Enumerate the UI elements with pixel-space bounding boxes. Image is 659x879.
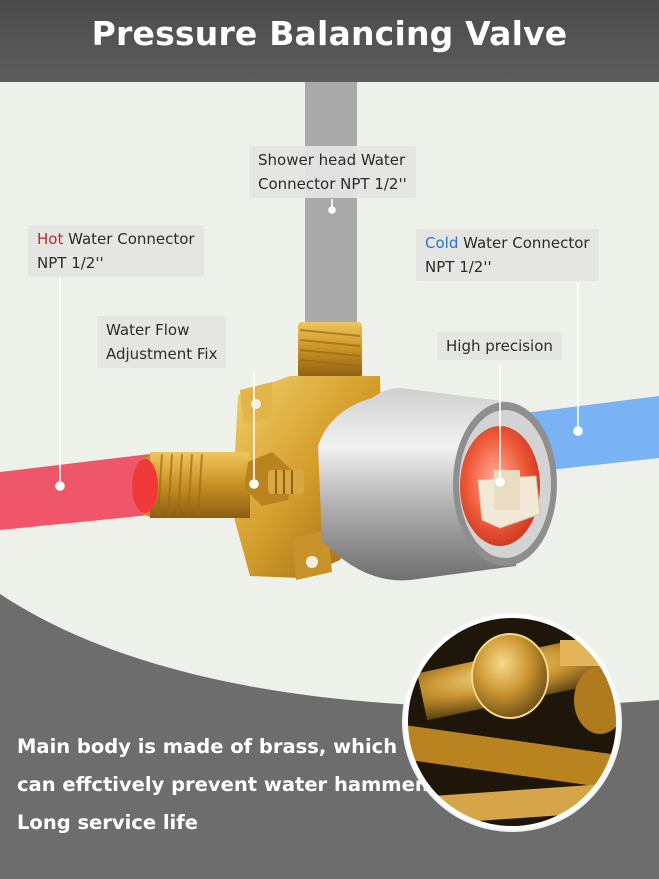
label-line: Adjustment Fix [106,345,218,363]
label-text: Water Connector [63,230,195,248]
label-text: Water Connector [458,234,590,252]
shower-head-connector-label: Shower head Water Connector NPT 1/2'' [249,146,416,198]
caption-line: can effctively prevent water hammer. [17,773,430,796]
caption-line: Main body is made of brass, which [17,735,398,758]
cold-water-connector-label: Cold Water Connector NPT 1/2'' [416,229,599,281]
caption: Main body is made of brass, which can ef… [17,728,429,842]
label-line: Hot Water Connector [37,227,195,251]
label-line: NPT 1/2'' [37,254,104,272]
cold-highlight: Cold [425,234,459,252]
hot-highlight: Hot [37,230,64,248]
chrome-sleeve [318,388,557,581]
flow-adjustment-label: Water Flow Adjustment Fix [97,316,227,368]
high-precision-label: High precision [437,332,562,360]
label-line: Connector NPT 1/2'' [258,175,407,193]
caption-line: Long service life [17,811,198,834]
page-title: Pressure Balancing Valve [91,14,568,53]
label-line: High precision [446,337,553,355]
leader-lines [55,199,583,491]
hot-water-pipe [0,454,160,530]
header-bar: Pressure Balancing Valve [0,0,659,82]
label-line: Cold Water Connector [425,231,590,255]
label-line: NPT 1/2'' [425,258,492,276]
label-line: Shower head Water [258,151,406,169]
label-line: Water Flow [106,321,190,339]
brass-closeup-image [402,612,622,832]
hot-water-connector-label: Hot Water Connector NPT 1/2'' [28,225,204,277]
